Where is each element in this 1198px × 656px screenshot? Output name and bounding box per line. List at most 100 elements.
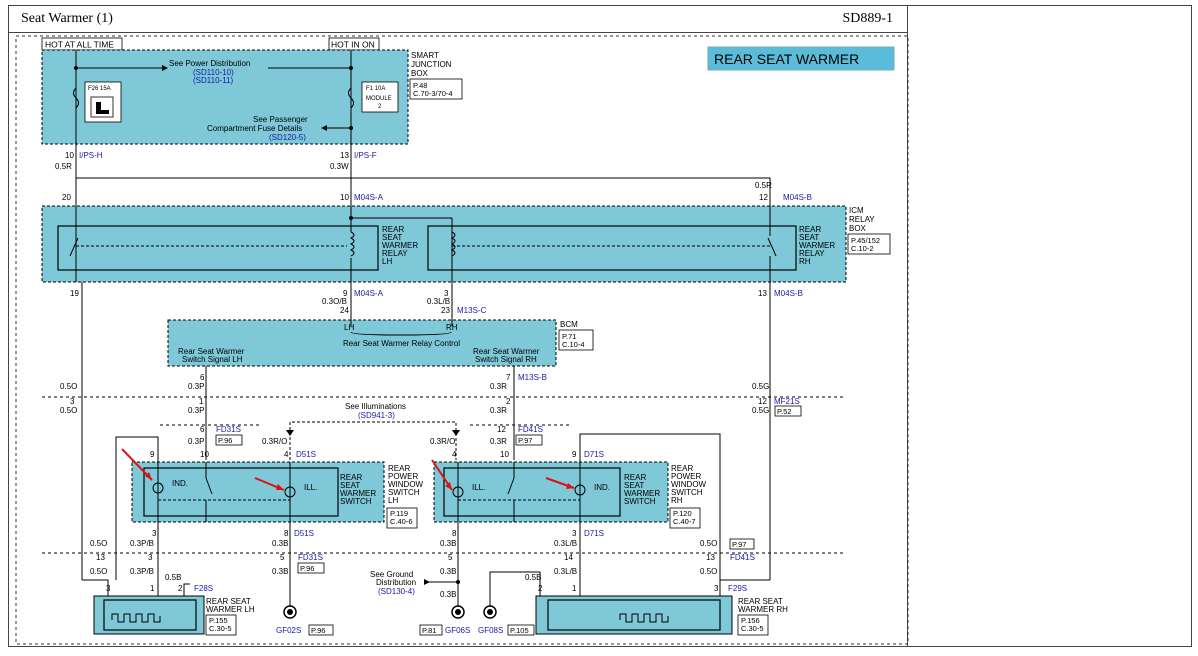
ref-p96c-box <box>308 624 334 636</box>
wire-warmer-rh-3 <box>719 579 770 596</box>
banner-box <box>707 46 895 71</box>
ref-p96b-box <box>297 562 325 574</box>
wire-03ro-rh: 0.3R/O <box>430 437 455 446</box>
rpw-rh-5: RH <box>671 496 683 505</box>
conn-ips-h[interactable]: I/PS-H <box>79 151 103 160</box>
rsw-lh-ref-2: C.30-5 <box>209 624 232 633</box>
bcm-ref-1: P.71 <box>562 332 576 341</box>
wire-05b-lh: 0.5B <box>165 573 181 582</box>
pin-4-lh: 4 <box>284 450 289 459</box>
pin-8-rh: 8 <box>452 529 457 538</box>
wire-03lb-a: 0.3L/B <box>554 539 577 548</box>
sd120-5-link[interactable]: (SD120-5) <box>269 133 306 142</box>
seat-warmer-lh-inner <box>103 599 197 631</box>
conn-fd41s-b[interactable]: FD41S <box>730 553 755 562</box>
sjb-label-3: BOX <box>411 69 429 78</box>
seat-warmer-rh-inner <box>547 599 721 631</box>
bcm-ref-2: C.10-4 <box>562 340 585 349</box>
wire-03b-d: 0.3B <box>440 567 456 576</box>
pin-3-lh: 3 <box>70 397 75 406</box>
wire-03ob: 0.3O/B <box>322 297 347 306</box>
rpw-lh-2: POWER <box>388 472 418 481</box>
sw-rh-ref-2: C.40-7 <box>673 517 696 526</box>
pin-13-rh: 13 <box>706 553 715 562</box>
gf06s[interactable]: GF06S <box>445 626 470 635</box>
sw-rh-ref-box <box>669 507 701 529</box>
conn-m13s-c[interactable]: M13S-C <box>457 306 487 315</box>
gf08s[interactable]: GF08S <box>478 626 503 635</box>
wire-03w-label: 0.3W <box>330 162 349 171</box>
wire-05o-b: 0.5O <box>60 406 77 415</box>
conn-m04s-a2[interactable]: M04S-A <box>354 289 384 298</box>
wire-05b-lh-line <box>183 583 190 596</box>
conn-ips-f[interactable]: I/PS-F <box>354 151 377 160</box>
ref-p52: P.52 <box>777 407 791 416</box>
sd130-4-link[interactable]: (SD130-4) <box>378 587 415 596</box>
conn-fd31s-b[interactable]: FD31S <box>298 553 323 562</box>
wire-05o-a: 0.5O <box>60 382 77 391</box>
conn-m04s-b[interactable]: M04S-B <box>783 193 812 202</box>
sd941-3-link[interactable]: (SD941-3) <box>358 411 395 420</box>
wire-05b-rh: 0.5B <box>525 573 541 582</box>
conn-fd41s[interactable]: FD41S <box>518 425 543 434</box>
gf02s[interactable]: GF02S <box>276 626 301 635</box>
conn-m13s-b[interactable]: M13S-B <box>518 373 547 382</box>
pin-2-warmer-lh: 2 <box>178 584 183 593</box>
wire-05o-d: 0.5O <box>700 539 717 548</box>
fuse-f1-symbol <box>348 87 354 109</box>
bcm-signal-rh-1: Rear Seat Warmer <box>473 347 540 356</box>
relay-lh-2: SEAT <box>382 233 402 242</box>
conn-m04s-a[interactable]: M04S-A <box>354 193 384 202</box>
conn-f29s[interactable]: F29S <box>728 584 747 593</box>
pin-6-fd31s: 6 <box>200 425 205 434</box>
rpw-rh-3: WINDOW <box>671 480 707 489</box>
conn-d51s-top[interactable]: D51S <box>296 450 316 459</box>
rpw-rh-4: SWITCH <box>671 488 703 497</box>
pin-1-lh: 1 <box>199 397 204 406</box>
junction-dot-5 <box>456 580 460 584</box>
ind-lamp-lh <box>152 482 164 494</box>
ill-rh: ILL. <box>472 483 485 492</box>
conn-fd31s[interactable]: FD31S <box>216 425 241 434</box>
seat-icon <box>90 96 114 118</box>
icm-relay-box <box>41 205 847 283</box>
pin-19: 19 <box>70 289 79 298</box>
pin-12-rh: 12 <box>758 397 767 406</box>
sd110-11-link[interactable]: (SD110-11) <box>193 76 234 85</box>
conn-f28s[interactable]: F28S <box>194 584 213 593</box>
conn-mf21s[interactable]: MF21S <box>774 397 800 406</box>
seat-icon-shape <box>96 102 109 114</box>
rpw-lh-1: REAR <box>388 464 410 473</box>
red-arrowhead-2 <box>276 484 284 490</box>
pin-20-label: 20 <box>62 193 71 202</box>
conn-d71s-top[interactable]: D71S <box>584 450 604 459</box>
conn-d51s-bottom[interactable]: D51S <box>294 529 314 538</box>
wire-03b-c: 0.3B <box>272 567 288 576</box>
bcm-relay-control: Rear Seat Warmer Relay Control <box>343 339 460 348</box>
pin-12-label: 12 <box>759 193 768 202</box>
wire-03b-a: 0.3B <box>272 539 288 548</box>
seat-warmer-lh-box <box>93 595 205 635</box>
pin-5-lh: 5 <box>280 553 285 562</box>
icm-ref-2: C.10-2 <box>851 244 874 253</box>
conn-d71s-bottom[interactable]: D71S <box>584 529 604 538</box>
pin-14-rh: 14 <box>564 553 573 562</box>
switch-rh-inner <box>443 467 621 517</box>
relay-rh-4: RELAY <box>799 249 825 258</box>
bcm-ref-box <box>558 329 594 351</box>
pin-9: 9 <box>343 289 348 298</box>
red-arrowhead-4 <box>566 483 574 489</box>
sd110-10-link[interactable]: (SD110-10) <box>193 68 234 77</box>
wire-warmer-lh-3 <box>82 579 109 596</box>
conn-m04s-b2[interactable]: M04S-B <box>774 289 803 298</box>
illumination-line <box>289 421 457 460</box>
rsw-switch-lh-4: SWITCH <box>340 497 372 506</box>
relay-rh-2: SEAT <box>799 233 819 242</box>
ref-p97b-box <box>729 538 755 550</box>
heater-element-lh <box>111 613 161 623</box>
relay-rh-1: REAR <box>799 225 821 234</box>
red-arrowhead-3 <box>445 482 452 490</box>
ill-lh: ILL. <box>304 483 317 492</box>
pin-3-rh-b: 3 <box>572 529 577 538</box>
rsw-rh-ref-1: P.156 <box>741 616 760 625</box>
